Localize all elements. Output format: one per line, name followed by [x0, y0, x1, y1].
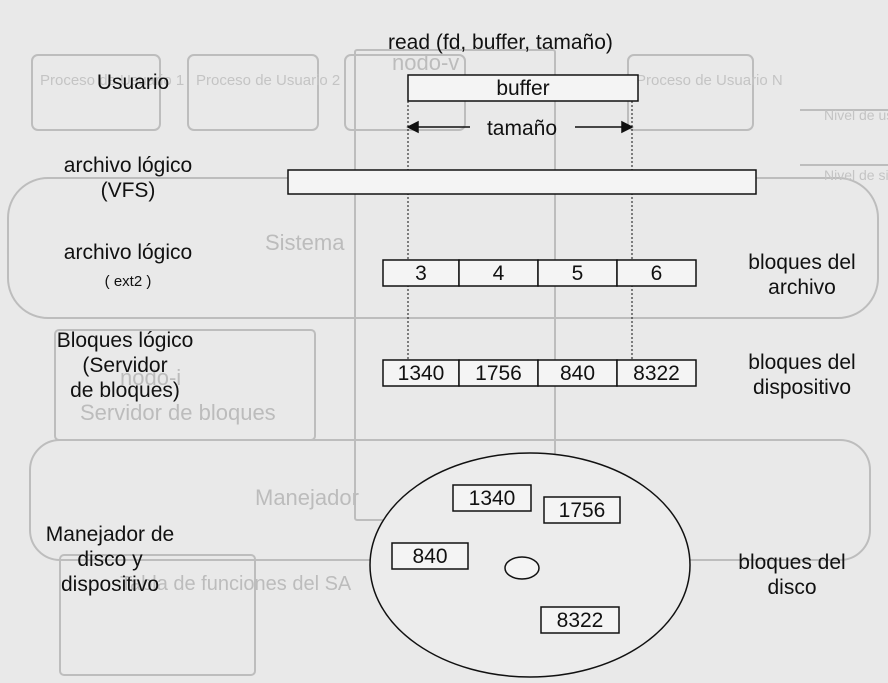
right-label-disk-blocks-line2: disco: [767, 576, 817, 599]
disk-block-label-1: 1756: [559, 499, 606, 522]
level-ext2-line2: ( ext2 ): [104, 273, 152, 290]
size-arrow: [406, 120, 634, 134]
disk-spindle: [504, 556, 540, 580]
right-label-device-blocks-line2: dispositivo: [752, 376, 852, 399]
right-label-file-blocks-line2: archivo: [768, 276, 836, 299]
bg-tabla-text: Tabla de funciones del SA: [120, 573, 352, 595]
disk-block-label-3: 8322: [557, 609, 604, 632]
device-block-label-0: 1340: [398, 362, 445, 385]
buffer-box: [407, 74, 639, 102]
level-block-server: Bloques lógico (Servidor de bloques): [25, 328, 225, 403]
disk-blocks: 1340 1756 840 8322: [391, 484, 621, 634]
device-blocks-row: 1340 1756 840 8322: [382, 359, 697, 387]
read-call-title: read (fd, buffer, tamaño): [388, 31, 613, 54]
file-block-box-2: [537, 259, 618, 287]
level-disk-driver-line3: dispositivo: [60, 573, 160, 596]
bg-proc2-text: Proceso de Usuario 2: [196, 72, 340, 89]
bg-proc1-text: Proceso de Usuario 1: [40, 72, 184, 89]
bg-nivel2-text: Nivel de sistema: [824, 167, 888, 183]
level-vfs-line1: archivo lógico: [63, 154, 193, 177]
level-block-server-line1: Bloques lógico: [56, 329, 194, 352]
level-vfs-line2: (VFS): [100, 179, 156, 202]
size-label: tamaño: [486, 117, 558, 140]
level-ext2-line1: archivo lógico: [63, 241, 193, 264]
level-block-server-line2: (Servidor: [82, 354, 168, 377]
device-block-label-1: 1756: [475, 362, 522, 385]
bg-sistema-text: Sistema: [265, 230, 345, 255]
file-block-label-0: 3: [415, 262, 427, 285]
level-usuario: Usuario: [96, 71, 170, 94]
disk-block-label-2: 840: [412, 545, 447, 568]
file-block-label-2: 5: [572, 262, 584, 285]
file-block-box-3: [616, 259, 697, 287]
level-disk-driver: Manejador de disco y dispositivo: [10, 522, 210, 597]
level-ext2: archivo lógico ( ext2 ): [28, 240, 228, 294]
right-label-disk-blocks-line1: bloques del: [738, 551, 846, 574]
device-block-box-1: [458, 359, 539, 387]
bg-nivel1-text: Nivel de usuario: [824, 107, 888, 123]
disk-block-label-0: 1340: [469, 487, 516, 510]
level-vfs: archivo lógico (VFS): [28, 153, 228, 203]
bg-manejador-text: Manejador: [255, 485, 359, 510]
buffer-label: buffer: [496, 77, 550, 100]
disk-block-box-0: [452, 484, 532, 512]
disk-block-box-2: [391, 542, 469, 570]
right-label-device-blocks-line1: bloques del: [748, 351, 856, 374]
file-block-box-0: [382, 259, 460, 287]
level-disk-driver-line2: disco y: [77, 548, 143, 571]
file-blocks-row: 3 4 5 6: [382, 259, 697, 287]
vfs-bar: [287, 169, 757, 195]
disk-block-box-1: [543, 496, 621, 524]
right-label-file-blocks-line1: bloques del: [748, 251, 856, 274]
disk-block-box-3: [540, 606, 620, 634]
device-block-label-2: 840: [560, 362, 595, 385]
right-label-disk-blocks: bloques del disco: [712, 550, 872, 600]
bg-procN-text: Proceso de Usuario N: [636, 72, 783, 89]
right-label-device-blocks: bloques del dispositivo: [722, 350, 882, 400]
bg-servidor-text: Servidor de bloques: [80, 400, 276, 425]
bg-nodo-v-text: nodo-v: [392, 50, 459, 75]
device-block-label-3: 8322: [633, 362, 680, 385]
level-block-server-line3: de bloques): [70, 379, 180, 402]
file-block-label-1: 4: [493, 262, 505, 285]
level-disk-driver-line1: Manejador de: [45, 523, 175, 546]
device-block-box-0: [382, 359, 460, 387]
file-block-label-3: 6: [651, 262, 663, 285]
device-block-box-3: [616, 359, 697, 387]
bg-nodo-i-text: nodo-i: [120, 365, 181, 390]
right-label-file-blocks: bloques del archivo: [722, 250, 882, 300]
